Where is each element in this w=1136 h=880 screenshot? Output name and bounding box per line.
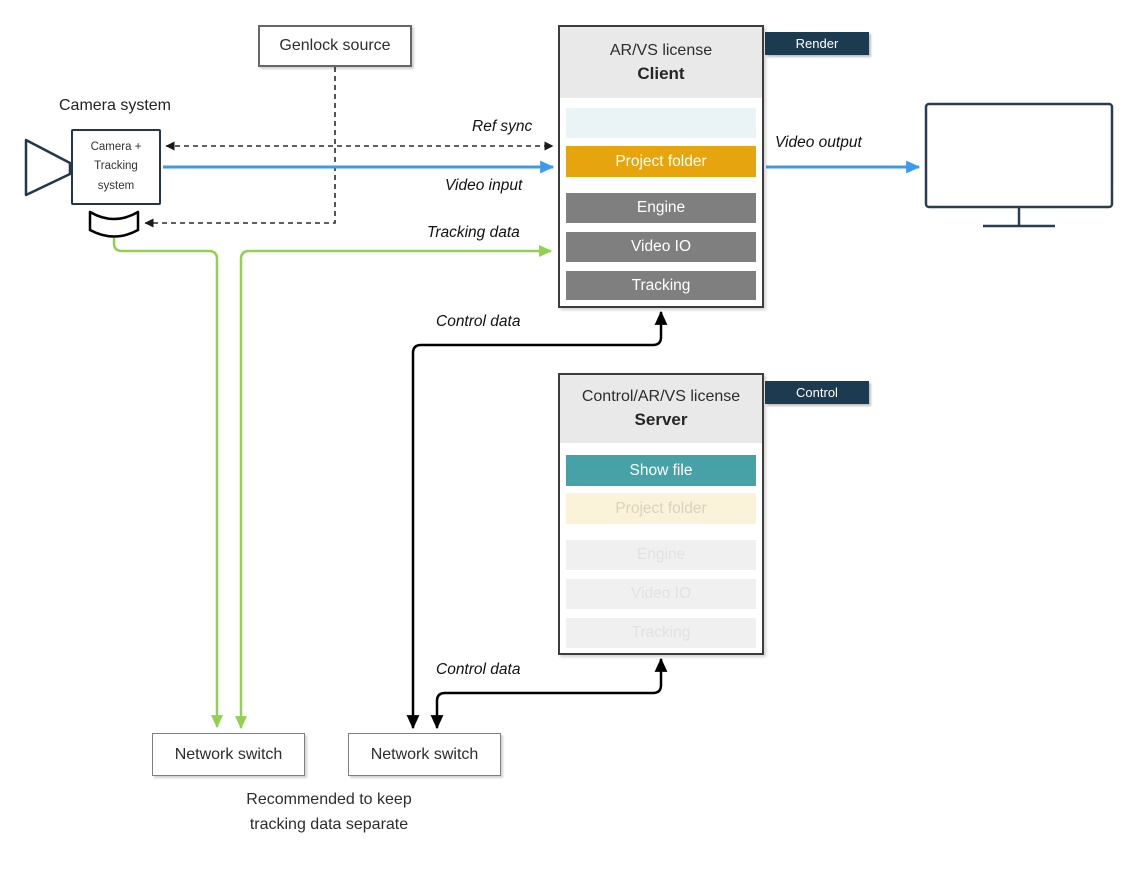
server-row-project-folder: Project folder bbox=[566, 493, 756, 524]
control-data-server-label: Control data bbox=[436, 661, 521, 678]
client-row-video-io: Video IO bbox=[566, 232, 756, 262]
client-row-tracking: Tracking bbox=[566, 271, 756, 300]
client-row-project-folder: Project folder bbox=[566, 146, 756, 177]
render-tag: Render bbox=[765, 32, 869, 55]
client-row-engine: Engine bbox=[566, 193, 756, 223]
video-input-label: Video input bbox=[445, 177, 523, 194]
control-data-server-line bbox=[430, 657, 668, 730]
video-output-label: Video output bbox=[775, 134, 862, 151]
tracking-data-label: Tracking data bbox=[427, 224, 520, 241]
server-row-tracking: Tracking bbox=[566, 618, 756, 648]
server-row-show-file: Show file bbox=[566, 455, 756, 486]
server-license-label: Control/AR/VS license bbox=[581, 388, 741, 406]
ref-sync-label: Ref sync bbox=[472, 118, 533, 135]
network-switch-left-label: Network switch bbox=[174, 745, 283, 763]
camera-lens-icon bbox=[24, 138, 72, 197]
control-tag: Control bbox=[765, 381, 869, 404]
control-data-client-line bbox=[406, 310, 668, 730]
server-row-engine: Engine bbox=[566, 540, 756, 570]
genlock-source-box: Genlock source bbox=[258, 25, 412, 67]
camera-tracking-box: Camera + Tracking system bbox=[71, 129, 161, 205]
camera-system-title: Camera system bbox=[58, 97, 172, 114]
server-box: Control/AR/VS license Server Show file P… bbox=[558, 373, 764, 655]
server-header: Control/AR/VS license Server bbox=[560, 375, 762, 443]
control-data-client-label: Control data bbox=[436, 313, 521, 330]
client-row-empty bbox=[566, 108, 756, 138]
monitor-icon bbox=[924, 102, 1114, 228]
client-role-label: Client bbox=[637, 63, 685, 83]
network-switch-left: Network switch bbox=[152, 733, 305, 776]
network-switch-right: Network switch bbox=[348, 733, 501, 776]
client-license-label: AR/VS license bbox=[609, 41, 713, 59]
genlock-source-label: Genlock source bbox=[279, 37, 391, 54]
network-switch-right-label: Network switch bbox=[370, 745, 479, 763]
tracking-sensor-icon bbox=[88, 210, 140, 238]
tracking-note: Recommended to keep tracking data separa… bbox=[246, 791, 412, 833]
client-box: AR/VS license Client Project folder Engi… bbox=[558, 25, 764, 308]
client-header: AR/VS license Client bbox=[560, 27, 762, 98]
server-row-video-io: Video IO bbox=[566, 579, 756, 609]
tracking-to-client-line bbox=[235, 245, 553, 730]
server-role-label: Server bbox=[634, 410, 688, 430]
tracking-to-switch-line bbox=[112, 238, 223, 729]
genlock-feed-line bbox=[144, 67, 336, 228]
